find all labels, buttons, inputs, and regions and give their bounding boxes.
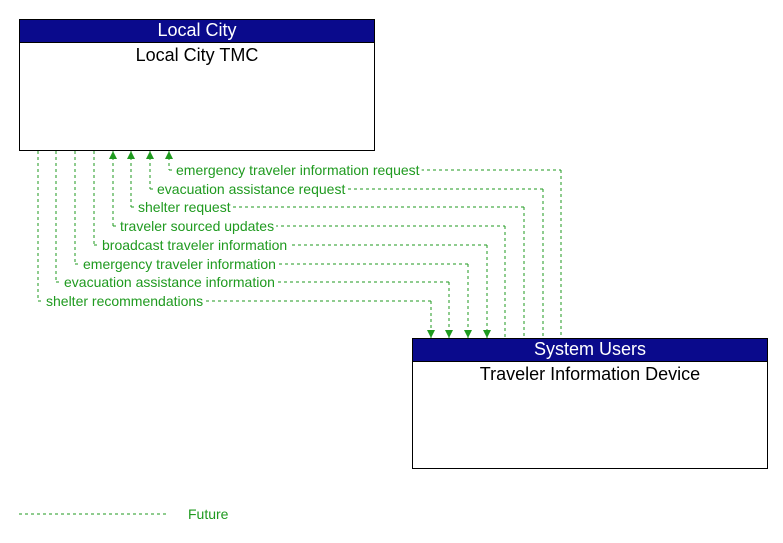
flow-2-label-background bbox=[155, 181, 348, 197]
system-users-header: System Users bbox=[413, 339, 767, 362]
flow-8-label-background bbox=[44, 293, 206, 309]
flow-2-arrow bbox=[146, 151, 154, 159]
flow-5-label-background bbox=[100, 237, 290, 253]
flow-3-label-background bbox=[136, 199, 233, 215]
flow-7-arrow bbox=[445, 330, 453, 338]
local-city-tmc-box: Local City Local City TMC bbox=[19, 19, 375, 151]
legend-future-label: Future bbox=[188, 506, 229, 522]
local-city-tmc-title: Local City TMC bbox=[135, 45, 259, 65]
flow-6-label: emergency traveler information bbox=[83, 256, 276, 272]
traveler-information-device-box: System Users Traveler Information Device bbox=[412, 338, 768, 469]
flow-7-label-background bbox=[62, 274, 277, 290]
flow-8-arrow bbox=[427, 330, 435, 338]
flow-4-label: traveler sourced updates bbox=[120, 218, 274, 234]
flow-7-label: evacuation assistance information bbox=[64, 274, 275, 290]
local-city-header: Local City bbox=[20, 20, 374, 43]
traveler-information-device-title: Traveler Information Device bbox=[479, 364, 701, 384]
flow-8-label: shelter recommendations bbox=[46, 293, 203, 309]
flow-3-arrow bbox=[127, 151, 135, 159]
flow-1-label: emergency traveler information request bbox=[176, 162, 420, 178]
flow-3-label: shelter request bbox=[138, 199, 231, 215]
flow-6-label-background bbox=[81, 256, 278, 272]
flow-1-label-background bbox=[174, 162, 422, 178]
flow-2-label: evacuation assistance request bbox=[157, 181, 345, 197]
flow-4-label-background bbox=[118, 218, 277, 234]
flow-5-arrow bbox=[483, 330, 491, 338]
flow-4-arrow bbox=[109, 151, 117, 159]
flow-1-arrow bbox=[165, 151, 173, 159]
flow-5-label: broadcast traveler information bbox=[102, 237, 287, 253]
flow-6-arrow bbox=[464, 330, 472, 338]
